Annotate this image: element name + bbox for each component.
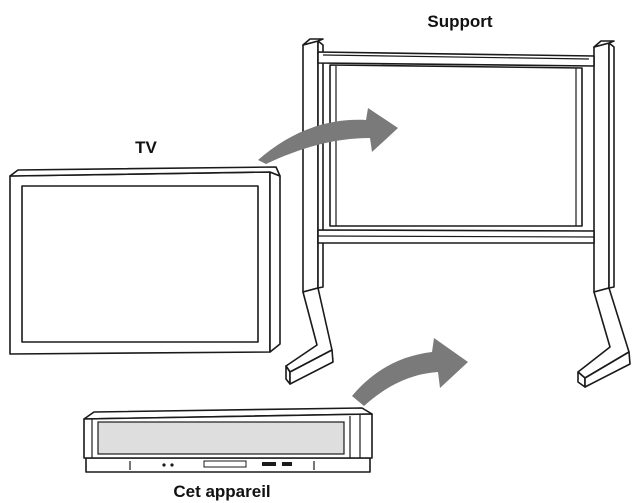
tv-label: TV: [135, 138, 157, 157]
device-display: [203, 460, 247, 468]
stand: [285, 38, 631, 388]
device-label: Cet appareil: [173, 482, 270, 501]
device-indicator: [162, 463, 166, 467]
device-grille: [97, 421, 345, 455]
device-indicator: [170, 463, 174, 467]
tv: [9, 166, 281, 355]
device-button: [262, 462, 276, 466]
arrow-tv-to-stand-icon: [258, 108, 398, 164]
device: [83, 407, 373, 473]
arrow-device-to-stand-icon: [352, 338, 468, 406]
tv-screen: [21, 185, 259, 343]
stand-label: Support: [427, 12, 492, 31]
device-button: [282, 462, 292, 466]
